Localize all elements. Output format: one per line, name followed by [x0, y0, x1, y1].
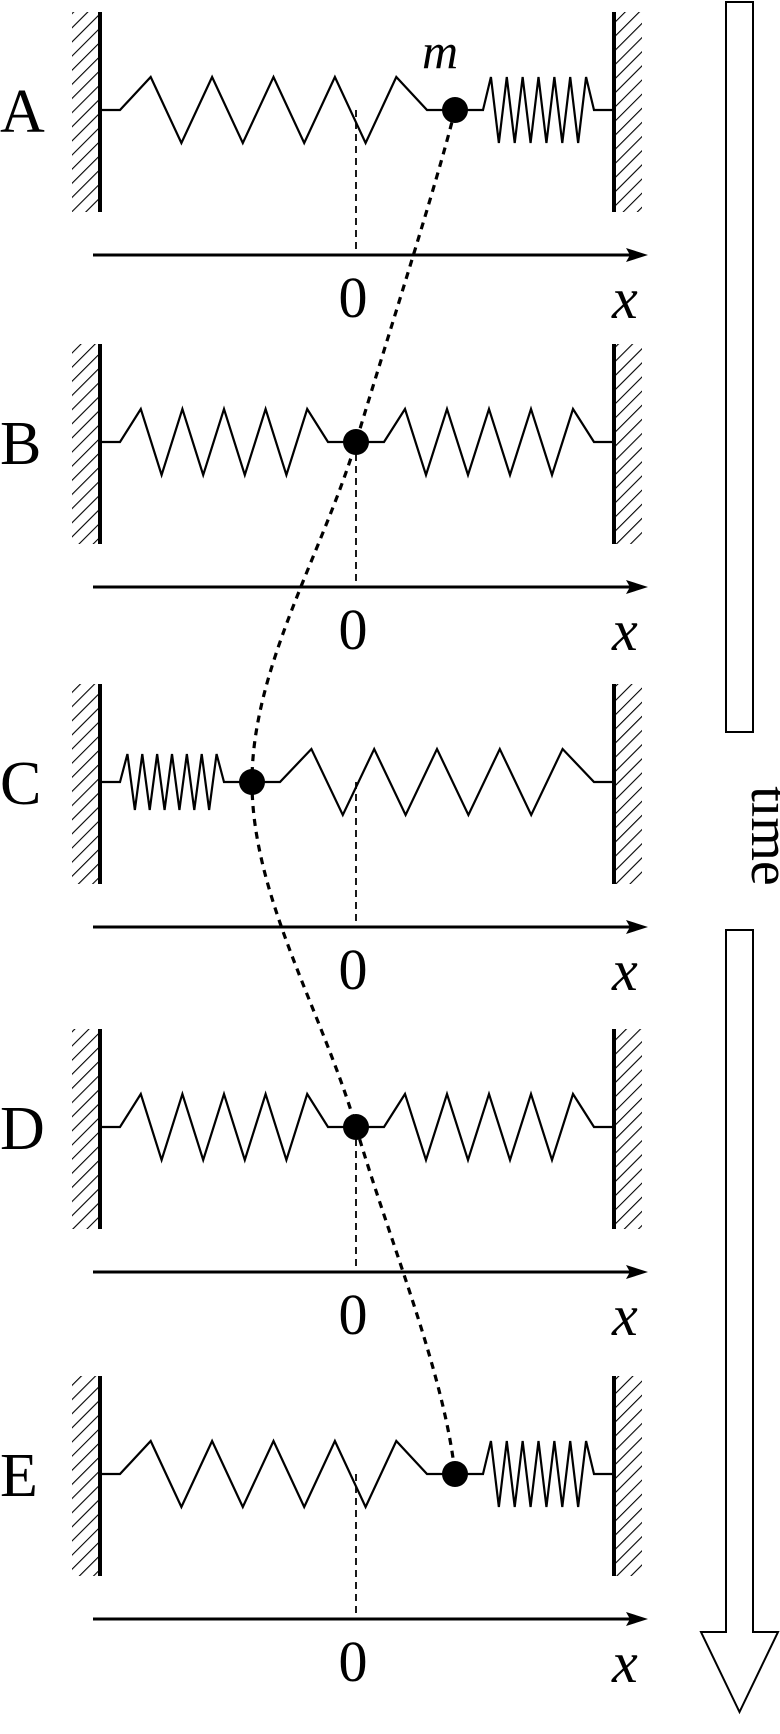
- row-label-a: A: [0, 78, 45, 146]
- left-wall: [72, 344, 102, 544]
- right-spring: [364, 1090, 614, 1164]
- right-wall: [612, 1376, 642, 1576]
- x-axis-label: x: [611, 1283, 638, 1348]
- mass-label: m: [422, 23, 458, 79]
- right-wall: [612, 1029, 642, 1229]
- x-axis-arrowhead: [626, 580, 648, 594]
- row-label-d: D: [0, 1095, 45, 1163]
- right-spring: [463, 76, 614, 144]
- right-spring: [364, 405, 614, 479]
- row-label-e: E: [0, 1442, 38, 1510]
- right-wall-hatching: [614, 1376, 642, 1576]
- right-wall: [612, 12, 642, 212]
- left-wall: [72, 12, 102, 212]
- x-axis-arrowhead: [626, 920, 648, 934]
- row-c: C 0 x: [0, 684, 648, 1003]
- x-axis-arrowhead: [626, 1265, 648, 1279]
- row-e: E 0 x: [0, 1376, 648, 1695]
- left-spring: [100, 1090, 348, 1164]
- x-axis-label: x: [611, 266, 638, 331]
- x-axis-label: x: [611, 938, 638, 1003]
- row-d: D 0 x: [0, 1029, 648, 1348]
- time-arrow: time: [699, 1, 780, 1715]
- right-wall-hatching: [614, 344, 642, 544]
- right-wall-hatching: [614, 1029, 642, 1229]
- left-wall-hatching: [72, 1029, 100, 1229]
- left-spring: [100, 74, 447, 146]
- left-wall: [72, 1376, 102, 1576]
- left-wall-hatching: [72, 344, 100, 544]
- left-spring: [100, 1438, 447, 1510]
- row-label-c: C: [0, 750, 41, 818]
- left-wall: [72, 1029, 102, 1229]
- left-spring: [100, 405, 348, 479]
- x-axis-label: x: [611, 1630, 638, 1695]
- time-arrow-lower-shaft-head: [699, 929, 780, 1715]
- row-label-b: B: [0, 410, 41, 478]
- left-spring: [100, 753, 244, 811]
- right-spring: [260, 746, 614, 818]
- mass: [442, 1461, 468, 1487]
- right-wall: [612, 684, 642, 884]
- left-wall-hatching: [72, 684, 100, 884]
- x-axis-arrowhead: [626, 248, 648, 262]
- left-wall-hatching: [72, 1376, 100, 1576]
- origin-label: 0: [339, 597, 368, 662]
- right-wall: [612, 344, 642, 544]
- mass: [343, 429, 369, 455]
- left-wall: [72, 684, 102, 884]
- origin-label: 0: [339, 937, 368, 1002]
- row-b: B 0 x: [0, 344, 648, 663]
- left-wall-hatching: [72, 12, 100, 212]
- origin-label: 0: [339, 1629, 368, 1694]
- origin-label: 0: [339, 265, 368, 330]
- time-label: time: [739, 786, 780, 886]
- x-axis-label: x: [611, 598, 638, 663]
- row-a: A 0 x: [0, 12, 648, 331]
- mass-trajectory-curve: [250, 109, 457, 1475]
- origin-label: 0: [339, 1282, 368, 1347]
- x-axis-arrowhead: [626, 1612, 648, 1626]
- right-spring: [463, 1440, 614, 1508]
- right-wall-hatching: [614, 684, 642, 884]
- time-arrow-upper-shaft: [725, 1, 754, 733]
- right-wall-hatching: [614, 12, 642, 212]
